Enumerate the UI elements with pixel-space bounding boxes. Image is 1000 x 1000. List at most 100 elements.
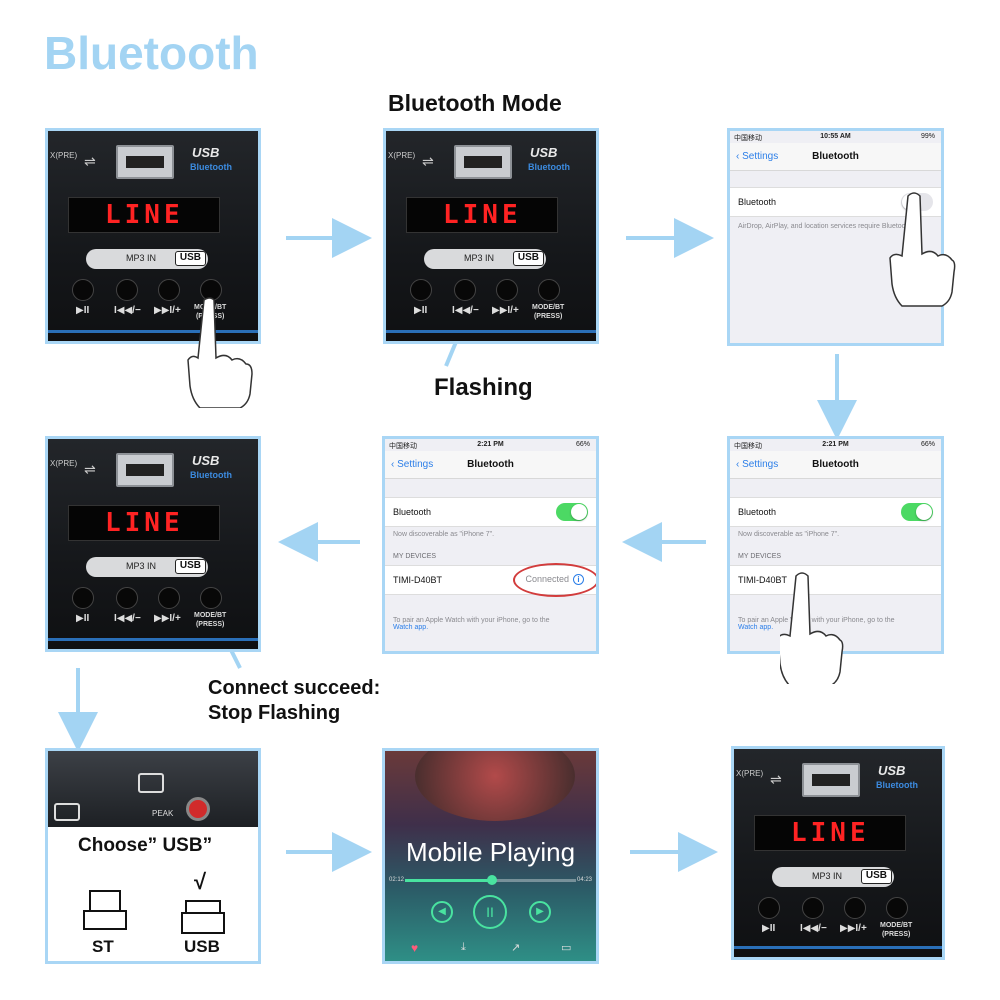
prev-track-button[interactable]: ◀: [431, 901, 453, 923]
my-devices-header: MY DEVICES: [393, 553, 437, 560]
heart-icon[interactable]: ♥: [411, 941, 419, 955]
next-button[interactable]: [844, 897, 866, 919]
prev-button[interactable]: [802, 897, 824, 919]
music-title: Mobile Playing: [405, 837, 576, 867]
usb-symbol-icon: ⇌: [84, 153, 96, 169]
mode-bt-button[interactable]: [886, 897, 908, 919]
caption-bluetooth-mode: Bluetooth Mode: [388, 90, 562, 116]
next-track-button[interactable]: ▶: [529, 901, 551, 923]
st-switch[interactable]: [54, 803, 80, 821]
bluetooth-toggle[interactable]: [556, 503, 588, 521]
mode-label-line1: MODE/BT: [194, 612, 227, 619]
mode-label-line1: MODE/BT: [532, 304, 565, 311]
next-button[interactable]: [496, 279, 518, 301]
back-button[interactable]: ‹ Settings: [391, 459, 434, 470]
watch-app-link[interactable]: Watch app.: [393, 624, 429, 631]
airdrop-note: AirDrop, AirPlay, and location services …: [738, 223, 914, 230]
accent-line: [386, 330, 596, 333]
play-pause-button[interactable]: [72, 587, 94, 609]
st-label: ST: [92, 937, 114, 956]
pre-label: X(PRE): [50, 459, 78, 468]
caption-flashing: Flashing: [434, 374, 533, 401]
share-icon[interactable]: ↗: [511, 942, 521, 954]
progress-knob[interactable]: [487, 875, 498, 885]
back-button[interactable]: ‹ Settings: [736, 459, 779, 470]
comment-icon[interactable]: ▭: [561, 942, 572, 954]
bluetooth-row: Bluetooth: [385, 497, 596, 527]
mode-label-line2: (PRESS): [533, 313, 563, 320]
usb-switch[interactable]: [138, 773, 164, 793]
device-row[interactable]: TIMI-D40BT: [730, 565, 941, 595]
progress-fill: [405, 879, 493, 882]
play-pause-button[interactable]: [758, 897, 780, 919]
pre-label: X(PRE): [50, 151, 78, 160]
peak-knob[interactable]: [186, 797, 210, 821]
next-button[interactable]: [158, 279, 180, 301]
phone-panel-connected: 中国移动 2:21 PM 66% ‹ Settings Bluetooth Bl…: [382, 436, 599, 654]
led-display: LINE: [754, 815, 906, 851]
mode-bt-button[interactable]: [200, 587, 222, 609]
status-time: 10:55 AM: [820, 133, 851, 140]
accent-line: [734, 946, 942, 949]
usb-switch-icon: [181, 900, 225, 934]
next-label: ▶▶I/+: [154, 613, 181, 624]
bluetooth-row: Bluetooth: [730, 497, 941, 527]
play-pause-button[interactable]: [410, 279, 432, 301]
bluetooth-label: Bluetooth: [190, 162, 232, 172]
download-icon[interactable]: ⤓: [461, 941, 466, 953]
prev-button[interactable]: [116, 587, 138, 609]
back-label: Settings: [742, 459, 779, 470]
status-bar: 中国移动 2:21 PM 66%: [385, 439, 596, 451]
next-button[interactable]: [158, 587, 180, 609]
prev-label: I◀◀/−: [114, 305, 141, 316]
status-time: 2:21 PM: [477, 441, 504, 448]
mixer-panel: PEAK Choose” USB” ST √ USB: [45, 748, 261, 964]
led-display: LINE: [68, 197, 220, 233]
usb-symbol-icon: ⇌: [84, 461, 96, 477]
usb-port: [802, 763, 860, 797]
back-label: Settings: [397, 459, 434, 470]
bluetooth-label: Bluetooth: [876, 780, 918, 790]
nav-bar: ‹ Settings Bluetooth: [730, 143, 941, 171]
led-display: LINE: [68, 505, 220, 541]
battery: 66%: [575, 441, 590, 448]
battery: 66%: [920, 441, 935, 448]
caption-connect-line2: Stop Flashing: [208, 702, 341, 724]
mode-label: MODE/BT (PRESS): [532, 303, 564, 321]
highlight-oval: [513, 563, 596, 597]
st-switch-icon: [83, 890, 127, 930]
usb-button-label: USB: [860, 869, 892, 884]
prev-button[interactable]: [116, 279, 138, 301]
pause-button[interactable]: II: [473, 895, 507, 929]
watch-app-link[interactable]: Watch app.: [738, 624, 774, 631]
hand-press-icon: [187, 297, 253, 408]
play-pause-button[interactable]: [72, 279, 94, 301]
discoverable-note: Now discoverable as "iPhone 7".: [393, 531, 495, 538]
play-pause-label: ▶II: [762, 923, 776, 934]
progress-bar[interactable]: [405, 875, 576, 885]
bluetooth-toggle[interactable]: [901, 503, 933, 521]
check-mark: √: [194, 869, 207, 894]
prev-label: I◀◀/−: [114, 613, 141, 624]
mp3-in-label: MP3 IN: [126, 253, 157, 263]
mode-label: MODE/BT(PRESS): [880, 921, 912, 939]
my-devices-header: MY DEVICES: [738, 553, 782, 560]
status-bar: 中国移动 2:21 PM 66%: [730, 439, 941, 451]
mode-bt-button[interactable]: [538, 279, 560, 301]
usb-button-label: USB: [174, 559, 206, 574]
back-button[interactable]: ‹ Settings: [736, 151, 779, 162]
time-total: 04:23: [576, 877, 592, 883]
usb-label: USB: [192, 453, 220, 468]
accent-line: [48, 330, 258, 333]
device-name: TIMI-D40BT: [738, 575, 788, 585]
prev-button[interactable]: [454, 279, 476, 301]
album-art: [415, 751, 575, 821]
phone-panel-2: 中国移动 2:21 PM 66% ‹ Settings Bluetooth Bl…: [727, 436, 944, 654]
nav-title: Bluetooth: [812, 459, 859, 470]
bluetooth-label: Bluetooth: [190, 470, 232, 480]
